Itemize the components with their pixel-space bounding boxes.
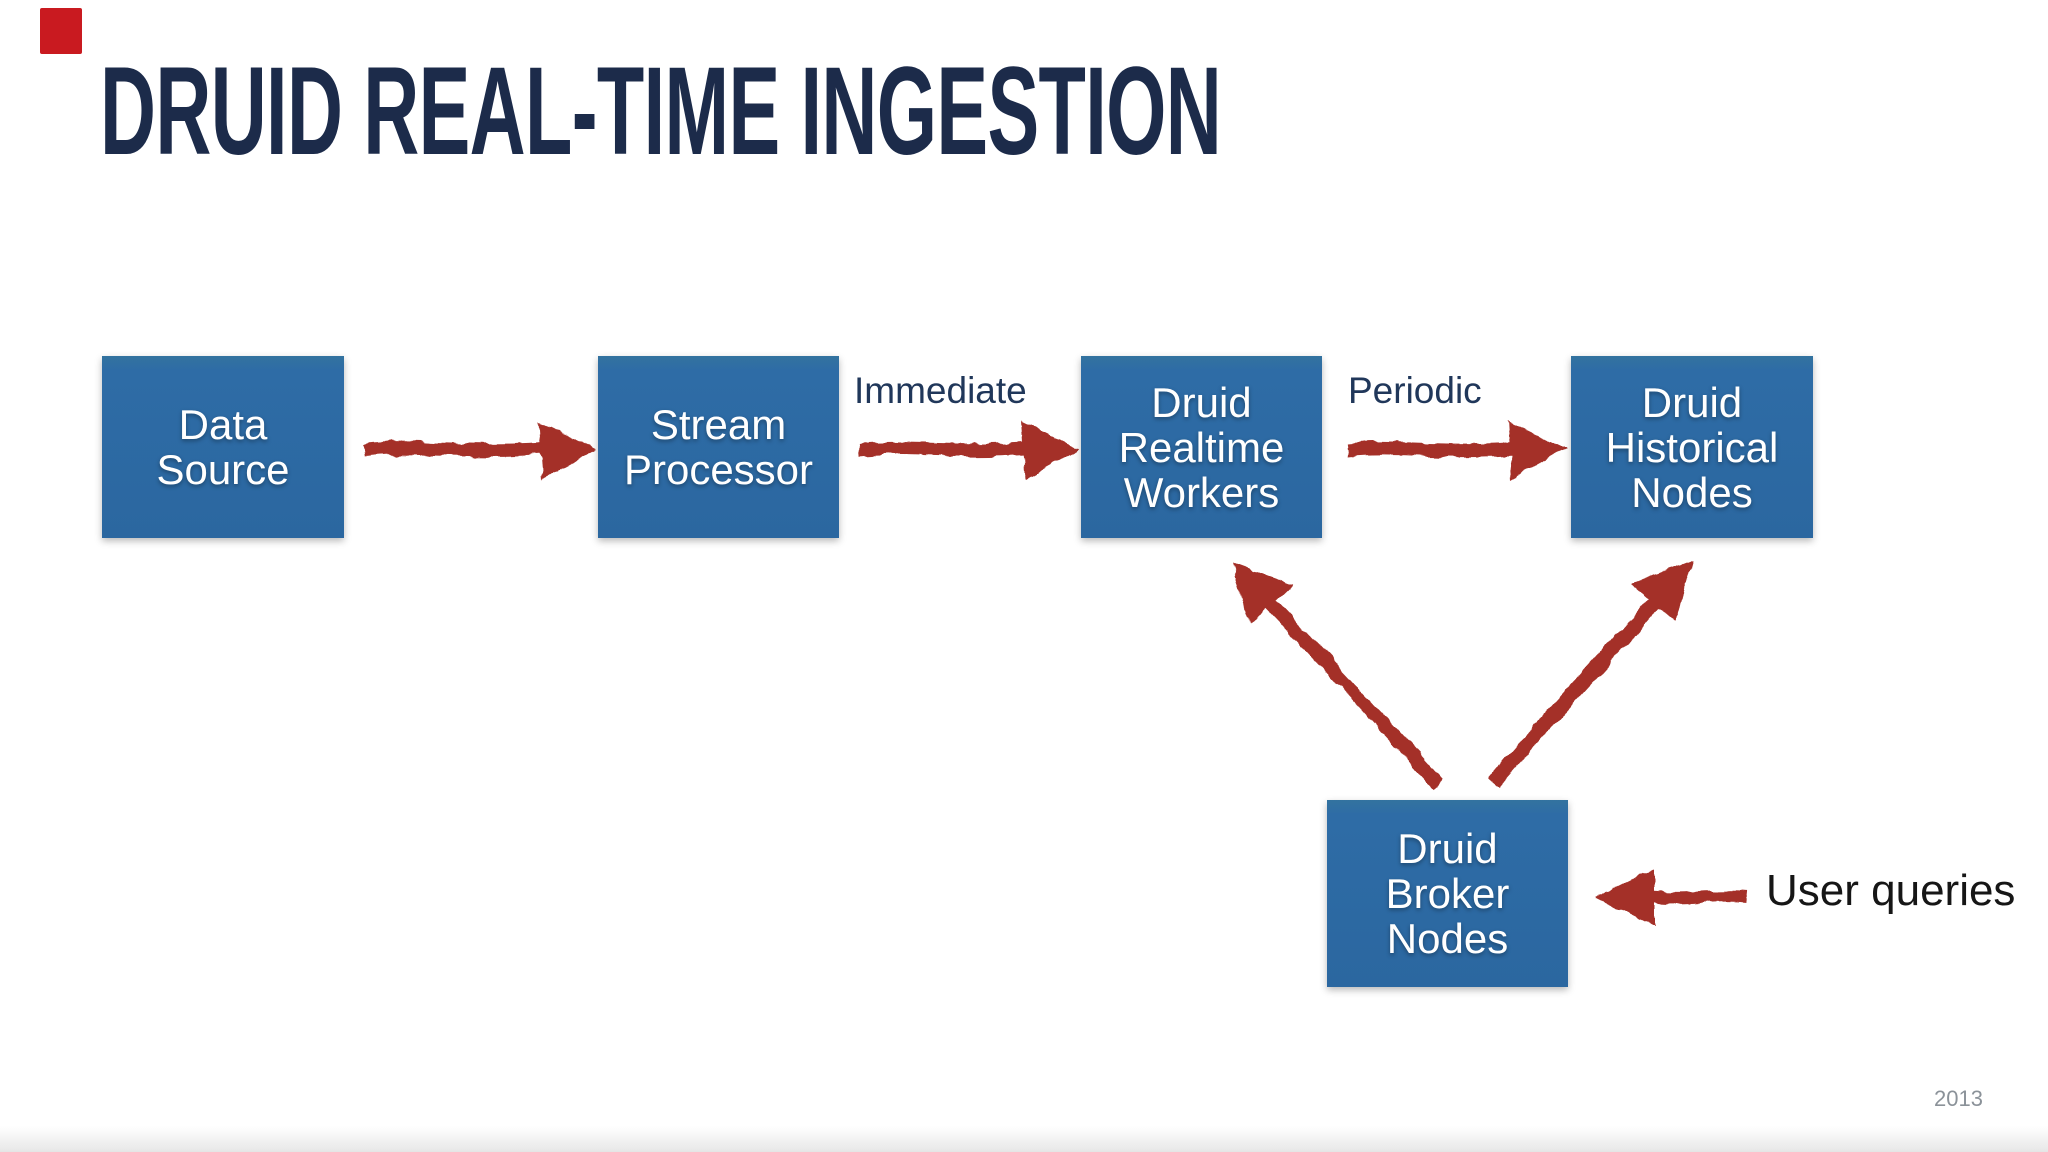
node-druid-realtime-workers-label: Druid Realtime Workers <box>1118 378 1285 516</box>
arrow-realtime-workers-to-historical-nodes <box>1347 421 1566 479</box>
node-druid-realtime-workers: Druid Realtime Workers <box>1081 356 1322 538</box>
edge-label-immediate: Immediate <box>854 370 1027 411</box>
node-stream-processor: Stream Processor <box>598 356 839 538</box>
user-queries-label: User queries <box>1766 866 2016 915</box>
arrow-stream-processor-to-realtime-workers <box>857 421 1079 479</box>
node-druid-broker-nodes: Druid Broker Nodes <box>1327 800 1568 987</box>
corner-accent-mark <box>40 8 82 54</box>
arrow-data-source-to-stream-processor <box>361 421 596 479</box>
node-druid-historical-nodes-label: Druid Historical Nodes <box>1605 378 1779 516</box>
node-druid-historical-nodes: Druid Historical Nodes <box>1571 356 1813 538</box>
slide-title: DRUID REAL-TIME INGESTION <box>100 42 1222 181</box>
arrow-user-queries-to-broker-nodes <box>1596 868 1748 926</box>
arrow-broker-nodes-to-realtime-workers <box>1232 562 1443 788</box>
node-data-source-label: Data Source <box>156 401 290 493</box>
slide-year: 2013 <box>1934 1086 1983 1111</box>
node-data-source: Data Source <box>102 356 344 538</box>
slide-bottom-edge <box>0 1126 2048 1152</box>
node-stream-processor-label: Stream Processor <box>623 401 814 493</box>
edge-label-periodic: Periodic <box>1348 370 1482 411</box>
arrow-broker-nodes-to-historical-nodes <box>1487 560 1692 788</box>
node-druid-broker-nodes-label: Druid Broker Nodes <box>1385 825 1510 962</box>
